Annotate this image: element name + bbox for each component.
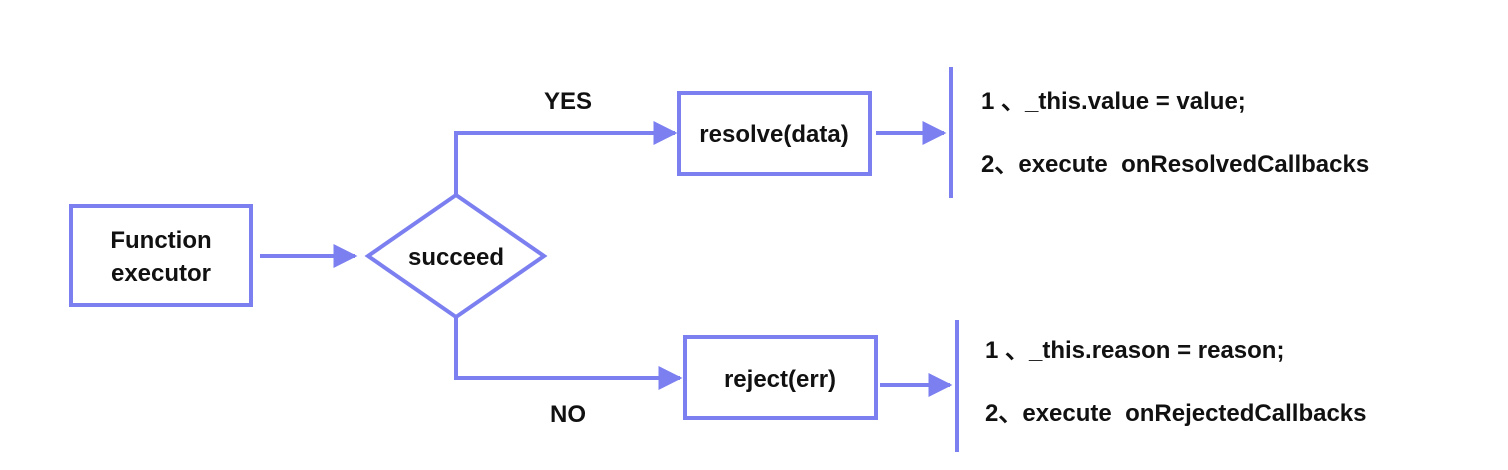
yes-label: YES [544, 88, 592, 115]
executor-label-line2: executor [111, 260, 211, 287]
yes-branch-connector [454, 121, 678, 195]
reject-label: reject(err) [724, 366, 836, 393]
reject-node [683, 335, 878, 420]
executor-label-line1: Function [110, 227, 211, 254]
resolve-label: resolve(data) [699, 121, 848, 148]
rejected-note-step2: 2、execute onRejectedCallbacks [985, 400, 1367, 427]
resolved-note-step1: 1 、_this.value = value; [981, 88, 1246, 115]
no-branch-connector [454, 317, 683, 390]
resolve-node [677, 91, 872, 176]
no-label: NO [550, 401, 586, 428]
executor-node [69, 204, 253, 307]
rejected-note-step1: 1 、_this.reason = reason; [985, 337, 1284, 364]
decision-label: succeed [408, 244, 504, 271]
resolved-note-step2: 2、execute onResolvedCallbacks [981, 151, 1369, 178]
